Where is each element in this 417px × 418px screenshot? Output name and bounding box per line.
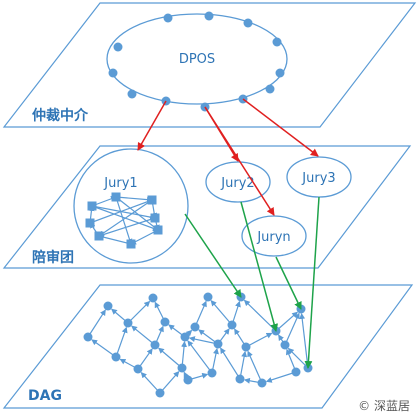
dag-edge (210, 300, 233, 326)
dag-edge (115, 326, 128, 358)
jury-node (153, 225, 163, 235)
dag-node (190, 322, 200, 332)
cross-layer-arrows (137, 98, 320, 369)
dag-node (148, 293, 158, 303)
jury-edge (89, 198, 153, 224)
arrow-jury1-dag (184, 213, 242, 298)
dag-edge (140, 371, 161, 394)
dag-node (227, 320, 237, 330)
dpos-node (272, 37, 282, 47)
arrow-juryn-dag (275, 256, 302, 310)
dpos-label: DPOS (179, 52, 215, 67)
dag-node (180, 332, 190, 342)
jury-node (87, 201, 97, 211)
dpos-node (127, 89, 137, 99)
dag-edge (265, 371, 297, 383)
juryn-ellipse (241, 215, 307, 257)
jury-edge (91, 205, 159, 232)
dpos-ring (106, 13, 288, 105)
dag-node (241, 342, 251, 352)
jury-node (147, 195, 157, 205)
dag-node (150, 340, 160, 350)
arrow-jury3-dag (304, 196, 320, 369)
dpos-node (204, 11, 214, 21)
jury1-label: Jury1 (103, 176, 137, 191)
dag-edge (247, 350, 263, 384)
dag-node (280, 340, 290, 350)
dag-node (155, 388, 165, 398)
jury-node (126, 239, 136, 249)
jury2-label: Jury2 (220, 176, 254, 191)
dag-edge (194, 300, 207, 328)
dag-node (203, 292, 213, 302)
dpos-node (265, 84, 275, 94)
dag-edge (220, 347, 241, 380)
watermark: © 深蓝居 (358, 399, 410, 413)
dpos-node (108, 68, 118, 78)
arrow-dpos-jury1 (137, 100, 167, 151)
dag-edge (188, 336, 219, 345)
middle-layer-label: 陪审团 (32, 249, 74, 266)
dag-node (257, 378, 267, 388)
jury-edge (115, 196, 153, 203)
dag-edge (187, 340, 213, 374)
dpos-node (113, 42, 123, 52)
dag-node (111, 352, 121, 362)
dpos-node (163, 13, 173, 23)
dag-node (103, 301, 113, 311)
dag-node (177, 363, 187, 373)
dag-edge (245, 332, 273, 348)
arrow-jury2-dag (240, 201, 279, 332)
dag-node (235, 374, 245, 384)
dag-edge (158, 347, 183, 369)
dag-node (183, 375, 193, 385)
jury-node (85, 218, 95, 228)
dag-node (207, 368, 217, 378)
juryn-label: Juryn (256, 230, 290, 245)
dag-edge (284, 312, 300, 346)
dag-edge (127, 300, 151, 324)
dag-node (160, 317, 170, 327)
dag-edge (91, 339, 117, 358)
dag-node (133, 364, 143, 374)
jury-edge (91, 205, 156, 221)
jury-node (94, 231, 104, 241)
dag-node (213, 339, 223, 349)
bottom-layer-label: DAG (28, 388, 62, 404)
jury-edge (115, 196, 159, 231)
arrow-dpos-jury3 (242, 98, 319, 157)
jury2-ellipse (205, 161, 271, 203)
dag-node (83, 332, 93, 342)
bottom-plane (2, 284, 414, 409)
dag-edge (239, 350, 248, 380)
jury-edge (115, 196, 133, 245)
jury-edge (98, 234, 132, 245)
dag-edge (131, 325, 156, 346)
dag-node (291, 367, 301, 377)
dag-edge (159, 371, 180, 394)
dpos-node (243, 18, 253, 28)
jury-node (150, 213, 160, 223)
dag-edge (275, 311, 298, 332)
jury3-label: Jury3 (301, 171, 335, 186)
dag-edge (299, 312, 309, 369)
dpos-node (275, 68, 285, 78)
dag-node (123, 318, 133, 328)
dag-edge (87, 309, 106, 338)
jury-node (111, 192, 121, 202)
arrow-dpos-juryn (204, 106, 275, 216)
top-layer-label: 仲裁中介 (32, 107, 89, 124)
jury1-subgraph (85, 192, 163, 249)
